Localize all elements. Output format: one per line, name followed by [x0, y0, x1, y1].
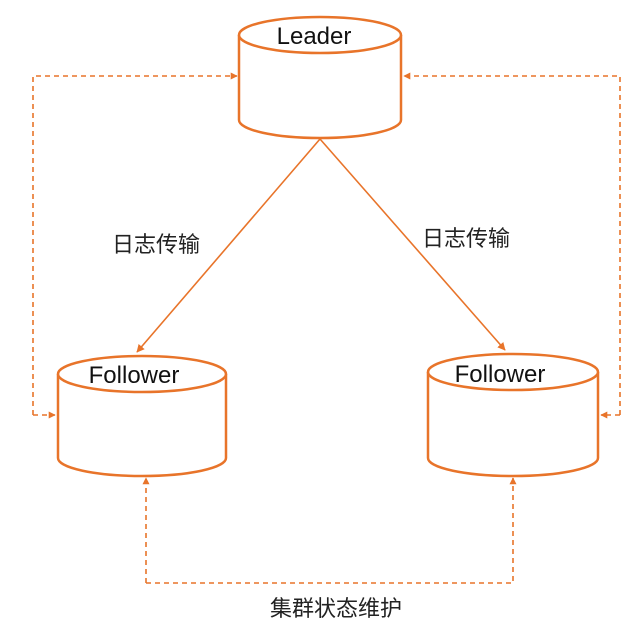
- leader-node: Leader: [237, 15, 403, 140]
- log-transfer-arrow-right: [319, 138, 506, 351]
- follower-left-label: Follower: [89, 362, 180, 389]
- follower-left-cylinder-body: [56, 374, 228, 478]
- follower-right-cylinder-body: [426, 372, 600, 478]
- follower-right-node: Follower: [426, 352, 600, 478]
- log-transfer-arrow-left: [136, 138, 321, 353]
- cluster-loop-left: [32, 72, 238, 415]
- leader-cylinder-top: [237, 15, 403, 55]
- log-transfer-label-left: 日志传输: [112, 233, 200, 258]
- cluster-loop-right: [403, 72, 621, 415]
- follower-right-label: Follower: [455, 361, 546, 388]
- follower-left-cylinder-top: [56, 354, 228, 394]
- follower-right-cylinder-top: [426, 352, 600, 392]
- cluster-maintenance-label: 集群状态维护: [270, 597, 402, 622]
- log-transfer-label-right: 日志传输: [422, 227, 510, 252]
- leader-label: Leader: [277, 23, 352, 50]
- follower-left-node: Follower: [56, 354, 228, 478]
- cluster-loop-bottom-line: [146, 477, 517, 584]
- leader-cylinder-body: [237, 35, 403, 140]
